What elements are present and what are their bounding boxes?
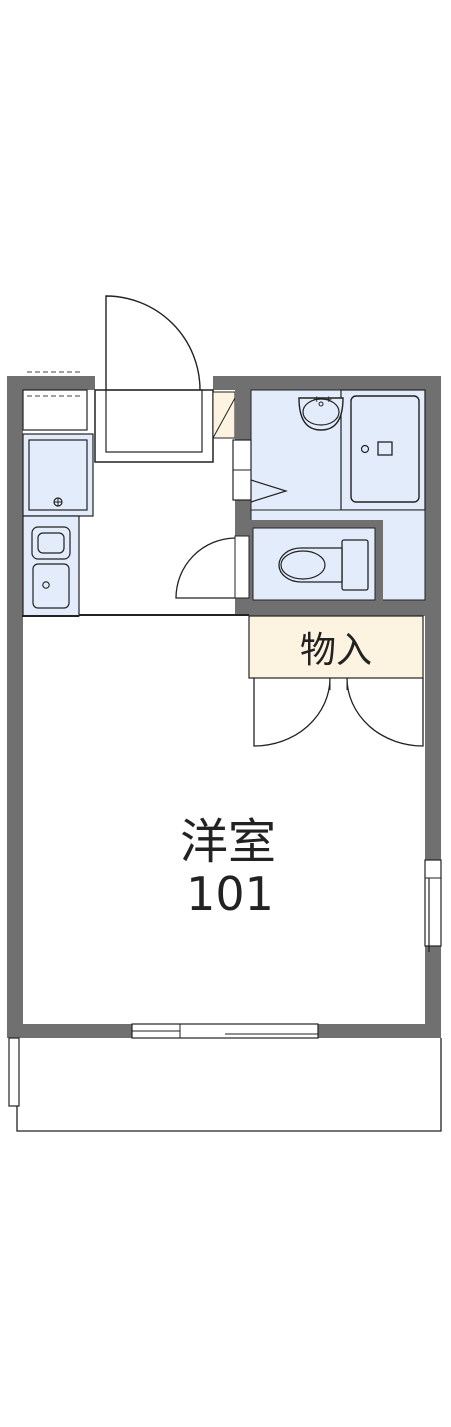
svg-text:+: + (313, 395, 321, 405)
toilet-tank (341, 539, 369, 591)
storage-door-right (346, 677, 424, 747)
toilet-door (234, 535, 250, 599)
stove-burner-inner (37, 532, 65, 554)
door-swing-mark (250, 479, 289, 503)
storage-door-left (253, 677, 331, 747)
entrance-opening (95, 376, 213, 392)
drain-icon (42, 581, 50, 589)
storage-area (248, 615, 424, 679)
bath-drain-icon (360, 444, 370, 454)
genkan-step (105, 389, 203, 453)
toilet-seat (280, 550, 326, 580)
kitchen-edge (22, 615, 79, 617)
balcony (8, 1037, 442, 1132)
shoe-cabinet (22, 389, 88, 431)
stove-burner (31, 526, 71, 560)
balcony-partition (8, 1037, 20, 1107)
kitchen-room-divider (79, 614, 249, 616)
balcony-window (131, 1023, 319, 1039)
toilet-room (175, 520, 383, 608)
kitchen (22, 433, 94, 617)
genkan-entrance (94, 389, 214, 463)
room-name: 洋室 (180, 814, 276, 870)
storage-label: 物入 (300, 630, 372, 671)
basin-bowl (302, 398, 340, 426)
bath-faucet-icon (377, 441, 393, 456)
kitchen-sink (32, 563, 70, 609)
entrance-door (105, 295, 201, 391)
side-window (424, 859, 442, 947)
basin-drain (318, 401, 324, 407)
shelf-diagonal (212, 397, 236, 439)
balcony-outline (16, 1038, 442, 1132)
toilet-bowl (278, 547, 343, 583)
bathtub (350, 395, 420, 503)
unit-number: 101 (186, 867, 274, 921)
toilet-door-swing (175, 537, 236, 599)
storage-closet: 物入 (248, 615, 424, 747)
svg-text:+: + (325, 395, 333, 405)
